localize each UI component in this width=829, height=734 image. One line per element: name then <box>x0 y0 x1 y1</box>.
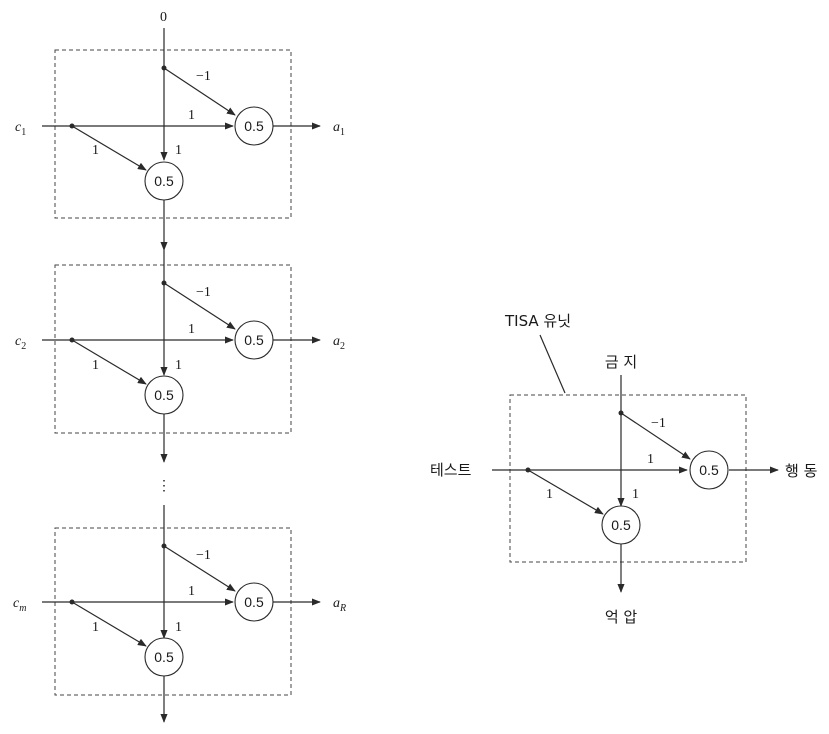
unit-1-weight-excite: 1 <box>188 108 195 123</box>
tisa-action-label: 행 동 <box>785 462 818 480</box>
tisa-top-node <box>689 450 729 490</box>
unit-2-bottom-node-value: 0.5 <box>154 387 174 403</box>
tisa-suppress-edge <box>527 469 604 515</box>
tisa-junction-left <box>525 467 531 473</box>
ellipsis-vertical: ⋮ <box>157 479 171 494</box>
unit-2-weight-suppress: 1 <box>92 358 99 373</box>
unit-m-box <box>54 527 292 696</box>
tisa-weight-excite: 1 <box>647 452 654 467</box>
tisa-suppress-label: 억 압 <box>605 608 638 626</box>
tisa-junction-top <box>618 410 624 416</box>
tisa-weight-inhibit: −1 <box>651 416 666 431</box>
tisa-bottom-node <box>601 505 641 545</box>
top-input-label: 0 <box>160 10 167 25</box>
unit-2-inhibit-edge <box>163 282 236 330</box>
unit-m-weight-down: 1 <box>175 620 182 635</box>
unit-2-weight-down: 1 <box>175 358 182 373</box>
unit-1-junction-left <box>69 123 75 129</box>
unit-1-inhibit-edge <box>163 67 236 116</box>
tisa-caption-leader <box>539 334 566 394</box>
unit-1-junction-top <box>161 65 167 71</box>
unit-2-bottom-node <box>144 375 184 415</box>
unit-2-input-label: c2 <box>15 334 26 352</box>
unit-2-weight-inhibit: −1 <box>196 285 211 300</box>
unit-m-output-label: aR <box>333 596 346 614</box>
unit-m-input-label: cm <box>13 596 26 614</box>
unit-1: 0.5 0.5 −1 1 1 1 c1 a1 <box>15 28 345 251</box>
unit-2-junction-left <box>69 337 75 343</box>
tisa-unit: TISA 유닛 금 지 0.5 0.5 −1 1 1 1 테스트 행 동 억 압 <box>430 312 818 626</box>
unit-m-junction-top <box>161 543 167 549</box>
unit-m-suppress-edge <box>71 601 147 647</box>
unit-m-bottom-node <box>144 637 184 677</box>
unit-2-box <box>54 264 292 434</box>
unit-2-output-label: a2 <box>333 334 345 352</box>
unit-1-input-label: c1 <box>15 120 26 138</box>
tisa-bottom-node-value: 0.5 <box>611 517 631 533</box>
tisa-test-label: 테스트 <box>430 461 472 479</box>
unit-m-top-node-value: 0.5 <box>244 594 264 610</box>
tisa-unit-box <box>509 394 747 563</box>
unit-1-weight-down: 1 <box>175 143 182 158</box>
unit-m-top-node <box>234 582 274 622</box>
unit-2-junction-top <box>161 280 167 286</box>
unit-1-weight-inhibit: −1 <box>196 69 211 84</box>
tisa-top-node-value: 0.5 <box>699 462 719 478</box>
unit-2-weight-excite: 1 <box>188 322 195 337</box>
unit-m: 0.5 0.5 −1 1 1 1 cm aR <box>13 505 346 723</box>
unit-1-top-node-value: 0.5 <box>244 118 264 134</box>
unit-m-junction-left <box>69 599 75 605</box>
unit-2: 0.5 0.5 −1 1 1 1 c2 a2 <box>15 250 345 463</box>
unit-1-top-node <box>234 106 274 146</box>
unit-2-top-node <box>234 320 274 360</box>
tisa-inhibit-edge <box>620 412 691 460</box>
unit-m-weight-inhibit: −1 <box>196 548 211 563</box>
tisa-inhibit-label: 금 지 <box>605 353 637 371</box>
tisa-weight-suppress: 1 <box>546 487 553 502</box>
tisa-weight-down: 1 <box>632 487 639 502</box>
unit-2-top-node-value: 0.5 <box>244 332 264 348</box>
unit-2-suppress-edge <box>71 339 147 385</box>
unit-m-weight-suppress: 1 <box>92 620 99 635</box>
unit-1-bottom-node-value: 0.5 <box>154 173 174 189</box>
unit-1-box <box>54 49 292 219</box>
unit-m-inhibit-edge <box>163 545 236 592</box>
unit-m-bottom-node-value: 0.5 <box>154 649 174 665</box>
unit-1-bottom-node <box>144 161 184 201</box>
unit-1-suppress-edge <box>71 125 147 171</box>
tisa-unit-caption: TISA 유닛 <box>504 312 571 330</box>
unit-m-weight-excite: 1 <box>188 584 195 599</box>
unit-1-output-label: a1 <box>333 120 345 138</box>
unit-1-weight-suppress: 1 <box>92 143 99 158</box>
